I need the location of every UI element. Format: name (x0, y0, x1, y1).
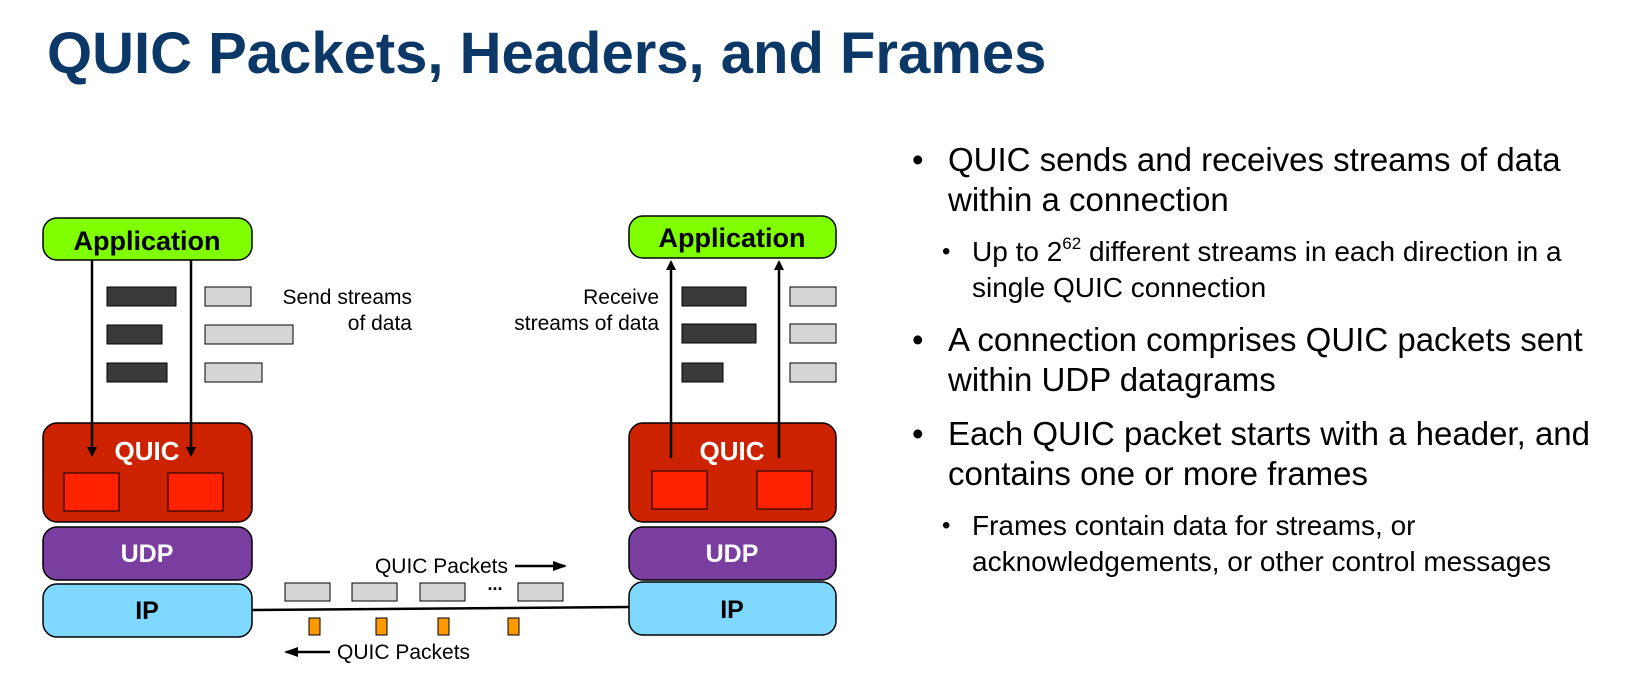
quic-packet (284, 582, 331, 602)
stream-bar-dark (106, 362, 168, 383)
sender-application-box (42, 217, 253, 261)
sender-udp-box (42, 526, 253, 581)
stream-bar-dark (106, 324, 163, 345)
receive-streams-caption: Receive (583, 286, 659, 309)
stream-bar-light (789, 323, 837, 344)
bullet-item: • Each QUIC packet starts with a header,… (912, 414, 1632, 494)
stream-bar-light (204, 324, 294, 345)
sub-bullet-prefix: Up to 2 (972, 236, 1063, 267)
stream-bar-light (204, 286, 252, 307)
send-streams-caption: of data (348, 312, 413, 335)
quic-packet (351, 582, 398, 602)
sender-application-label: Application (74, 226, 221, 256)
ack-packet (375, 617, 388, 636)
bullet-list: • QUIC sends and receives streams of dat… (912, 140, 1632, 594)
stream-bar-dark (681, 362, 724, 383)
quic-stack-diagram: Application Send streams of data QUIC UD… (42, 215, 837, 664)
sub-bullet-item: • Up to 262 different streams in each di… (912, 234, 1632, 306)
sender-ip-label: IP (135, 597, 159, 625)
quic-packet (517, 582, 564, 602)
stream-bar-light (789, 286, 837, 307)
forward-packets-label: QUIC Packets (375, 555, 508, 578)
slide-title: QUIC Packets, Headers, and Frames (47, 21, 1047, 86)
receiver-udp-label: UDP (706, 540, 759, 568)
packets-ellipsis: ... (487, 574, 502, 594)
stream-bar-dark (681, 286, 747, 307)
bullet-text: Each QUIC packet starts with a header, a… (948, 415, 1591, 492)
sender-streams (106, 286, 294, 383)
bullet-item: • QUIC sends and receives streams of dat… (912, 140, 1632, 220)
receiver-stack: Application Receive streams of data QUIC… (514, 215, 837, 636)
stream-bar-light (789, 362, 837, 383)
receiver-ip-box (628, 581, 837, 636)
send-streams-caption: Send streams (282, 286, 412, 309)
receive-streams-caption: streams of data (514, 312, 659, 335)
receiver-application-label: Application (659, 223, 806, 253)
bullet-item: • A connection comprises QUIC packets se… (912, 320, 1632, 400)
sub-bullet-suffix: different streams in each direction in a… (972, 236, 1562, 303)
bullet-dot: • (942, 512, 951, 539)
receiver-application-box (628, 215, 837, 259)
sender-quic-label: QUIC (115, 436, 180, 466)
network-link (251, 605, 630, 612)
sub-bullet-item: • Frames contain data for streams, or ac… (912, 508, 1632, 580)
sender-udp-label: UDP (121, 540, 174, 568)
bullet-text: A connection comprises QUIC packets sent… (948, 321, 1583, 398)
bullet-text: QUIC sends and receives streams of data … (948, 141, 1561, 218)
bullet-text: Frames contain data for streams, or ackn… (972, 510, 1551, 577)
receiver-ip-label: IP (720, 596, 744, 624)
bullet-dot: • (912, 415, 924, 452)
stream-bar-light (204, 362, 263, 383)
exponent: 62 (1062, 234, 1082, 253)
bullet-dot: • (942, 238, 951, 265)
bullet-dot: • (912, 321, 924, 358)
ack-packet (308, 617, 321, 636)
forward-packets: ... (284, 574, 564, 602)
receiver-quic-label: QUIC (700, 436, 765, 466)
receiver-streams (681, 286, 837, 383)
stream-bar-dark (106, 286, 177, 307)
quic-frame (167, 472, 224, 512)
reverse-packets-label: QUIC Packets (337, 641, 470, 664)
quic-frame (756, 470, 813, 510)
bullet-dot: • (912, 141, 924, 178)
stream-bar-dark (681, 323, 757, 344)
ack-packet (507, 617, 520, 636)
ack-packet (437, 617, 450, 636)
quic-frame (651, 470, 708, 510)
quic-frame (63, 472, 120, 512)
sender-ip-box (42, 583, 253, 638)
receiver-udp-box (628, 526, 837, 581)
sender-stack: Application Send streams of data QUIC UD… (42, 217, 413, 638)
reverse-packets (308, 617, 520, 636)
quic-packet (419, 582, 466, 602)
